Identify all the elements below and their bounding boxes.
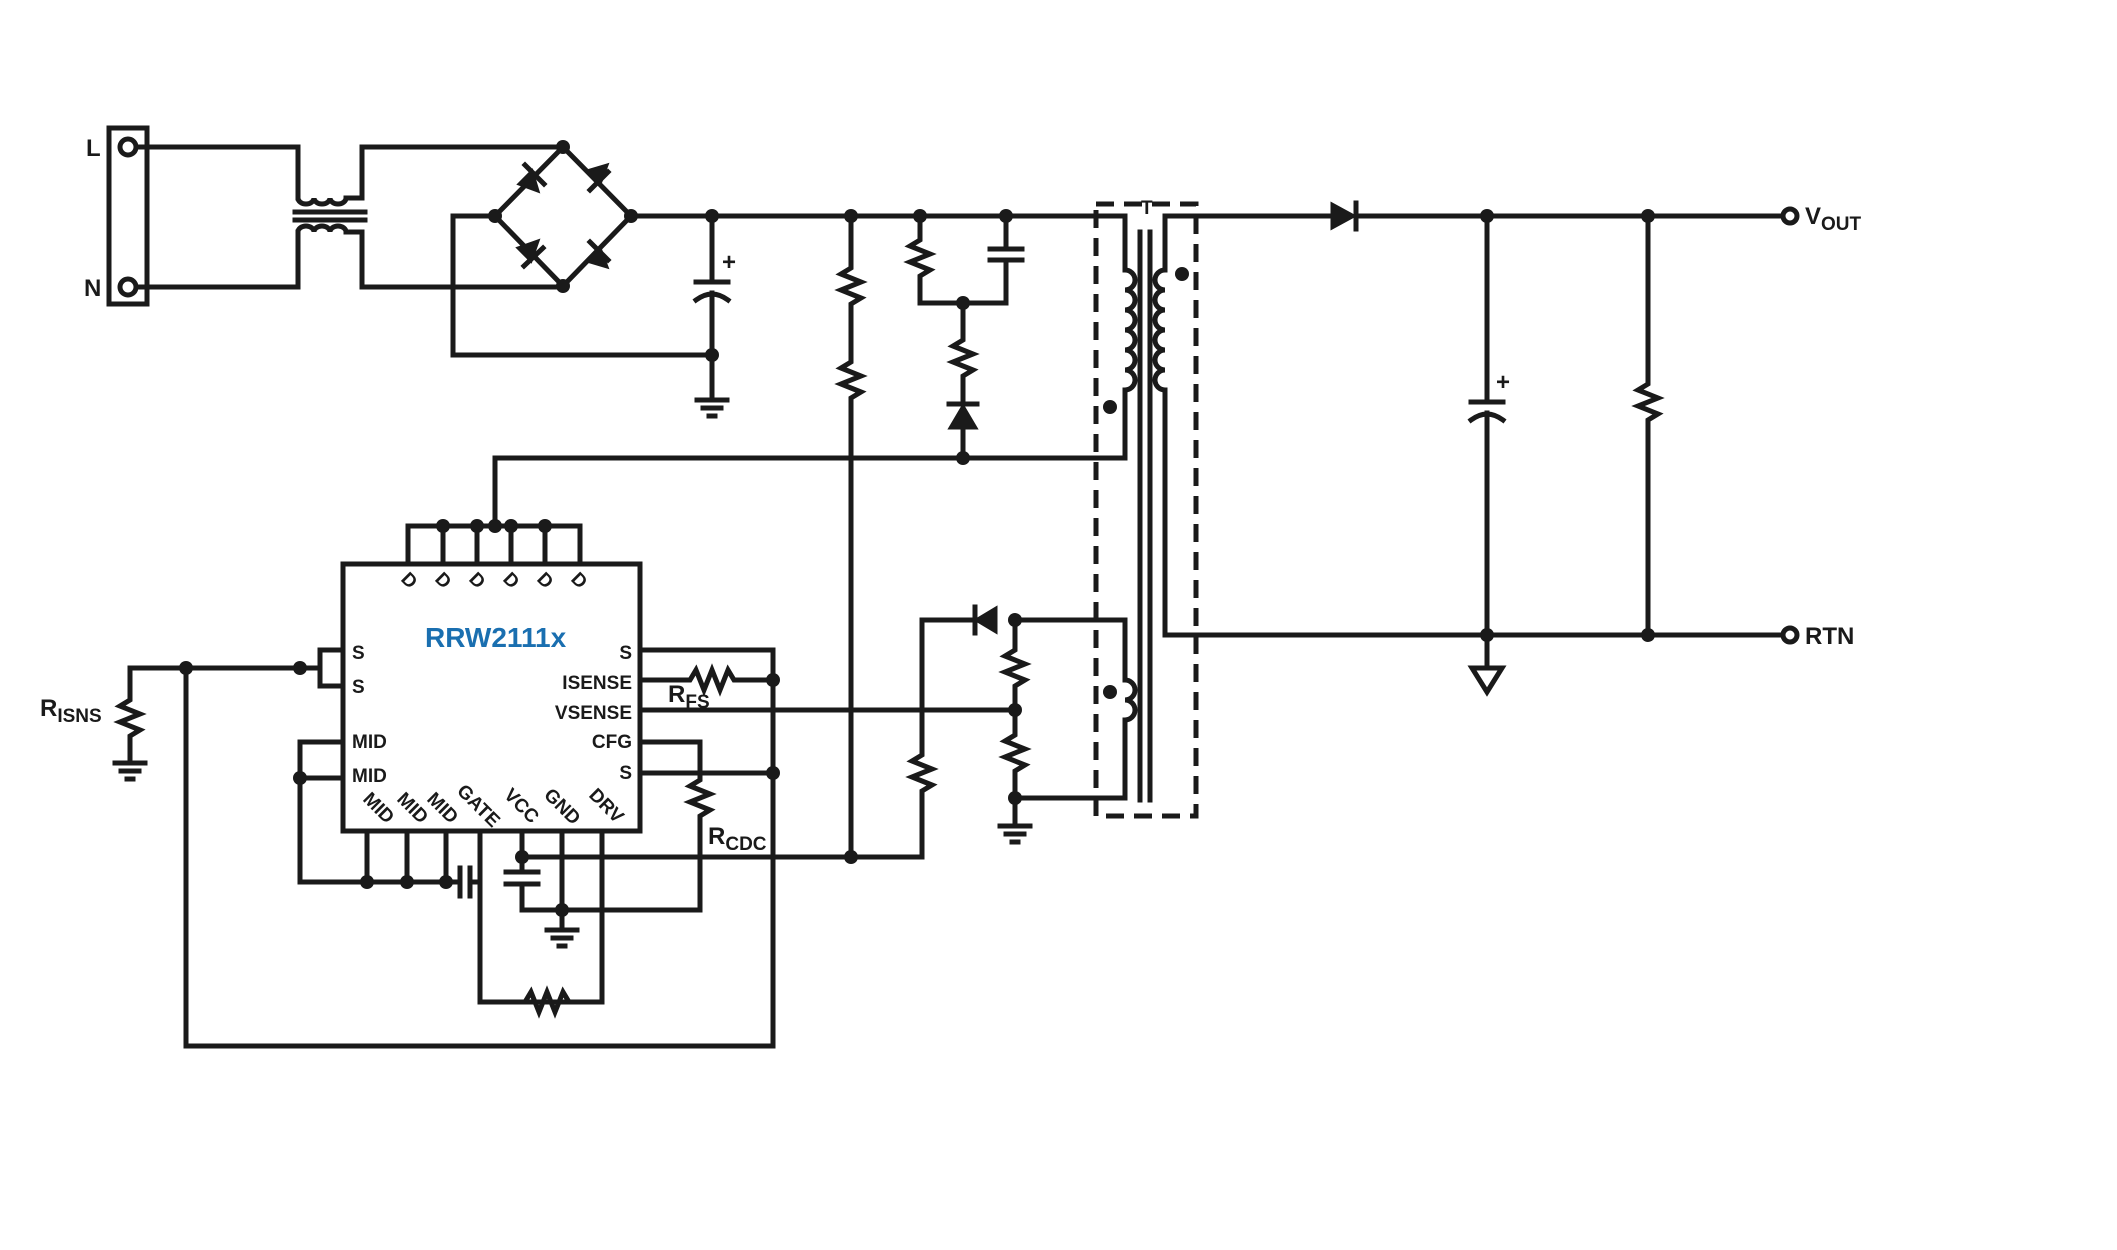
line-wire — [133, 144, 301, 201]
ic-peripherals: RISNS RFS RCDC — [40, 647, 1018, 1049]
output-diode — [1330, 201, 1358, 231]
transformer-boundary — [1093, 201, 1199, 819]
auxiliary-circuit — [848, 604, 1128, 860]
pin-cfg: CFG — [592, 732, 632, 753]
pin-mid-left-2: MID — [352, 766, 387, 787]
drain-node-wire — [492, 455, 1128, 529]
gate-drv-resistor — [477, 985, 605, 1019]
pin-isense: ISENSE — [562, 673, 632, 694]
bulk-capacitor: + — [692, 213, 736, 419]
pin-d-1: D — [396, 569, 421, 594]
pin-d-2: D — [430, 569, 455, 594]
pin-gate: GATE — [452, 781, 503, 832]
controller-ic: RRW2111x D D D D D D S S MID MID S ISENS… — [340, 519, 643, 834]
ic-name: RRW2111x — [425, 622, 567, 653]
bulk-capacitor-polarity: + — [722, 249, 736, 276]
vout-terminal — [1780, 206, 1800, 226]
pin-s-right-1: S — [619, 643, 632, 664]
pin-d-5: D — [532, 569, 557, 594]
secondary-dot — [1175, 267, 1189, 281]
pin-d-3: D — [464, 569, 489, 594]
pin-s-left-1: S — [352, 643, 365, 664]
risns-label: RISNS — [40, 695, 102, 727]
rcdc-label: RCDC — [708, 823, 767, 855]
neutral-wire — [133, 229, 301, 290]
rtn-label: RTN — [1805, 623, 1854, 650]
pin-s-right-2: S — [619, 763, 632, 784]
neutral-label: N — [84, 275, 101, 302]
pin-d-4: D — [498, 569, 523, 594]
line-label: L — [86, 135, 101, 162]
ic-body — [340, 561, 643, 834]
rcd-snubber — [903, 213, 1025, 465]
pin-mid-bottom-2: MID — [392, 789, 431, 828]
output-capacitor-polarity: + — [1496, 369, 1510, 396]
bridge-negative-wire — [450, 213, 715, 358]
common-mode-choke — [292, 144, 566, 290]
ac-input-connector: L N — [84, 125, 150, 307]
transformer-label: T — [1141, 198, 1153, 219]
pin-mid-bottom-1: MID — [358, 789, 397, 828]
primary-dot — [1103, 400, 1117, 414]
pin-vcc: VCC — [499, 785, 542, 828]
pin-vsense: VSENSE — [555, 703, 632, 724]
auxiliary-dot — [1103, 685, 1117, 699]
pin-drv: DRV — [584, 785, 627, 828]
vout-label: VOUT — [1805, 203, 1862, 235]
pin-mid-left-1: MID — [352, 732, 387, 753]
rtn-terminal — [1780, 625, 1800, 645]
pin-d-6: D — [566, 569, 591, 594]
pin-s-left-2: S — [352, 677, 365, 698]
flyback-transformer: T — [1093, 198, 1199, 819]
startup-resistors — [834, 213, 868, 864]
pin-gnd: GND — [539, 785, 584, 830]
auxiliary-diode — [973, 605, 998, 635]
bridge-rectifier — [488, 140, 638, 293]
output-stage: + VOUT RTN — [1162, 200, 1862, 697]
